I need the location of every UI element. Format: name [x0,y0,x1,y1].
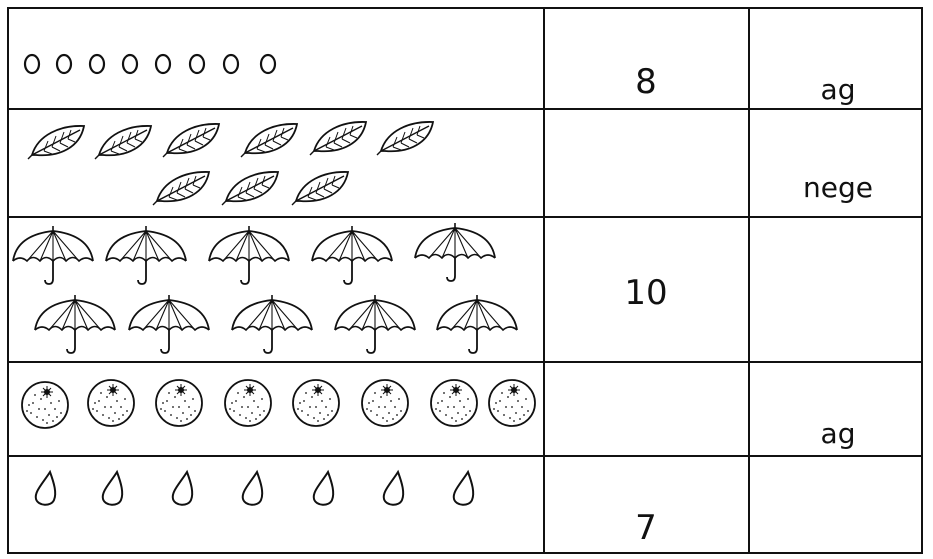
number-cell-5: 7 [635,508,657,548]
leaf-icon [291,171,349,206]
row-circles: 8 ag [23,53,856,106]
drop-icon [101,471,124,506]
leaf-icon [152,171,210,206]
umbrella-icon [12,225,94,285]
leaf-icon [240,123,298,158]
leaf-icon [309,121,367,156]
umbrella-icon [231,294,313,354]
umbrella-icon [311,225,393,285]
table-grid [7,7,923,554]
number-cell-3: 10 [624,273,667,313]
umbrella-icon [436,294,518,354]
leaf-icon [94,125,152,160]
orange-icon [361,379,409,427]
number-cell-1: 8 [635,62,657,102]
word-cell-2: nege [803,171,873,204]
row-drops: 7 [34,471,657,548]
orange-icon [21,381,69,429]
circle-shape [88,53,106,75]
umbrella-icon [334,294,416,354]
drop-icon [452,471,475,506]
row-umbrellas: 10 [12,222,668,354]
drop-icon [312,471,335,506]
drop-icon [171,471,194,506]
umbrella-icon [208,225,290,285]
circle-shape [154,53,172,75]
drop-icon [34,471,57,506]
word-cell-1: ag [821,73,856,106]
leaf-icon [162,123,220,158]
circle-shape [23,53,41,75]
row-oranges: ag [21,379,856,450]
drop-icon [382,471,405,506]
orange-icon [488,379,536,427]
umbrella-icon [34,294,116,354]
circle-shape [222,53,240,75]
orange-icon [430,379,478,427]
umbrella-icon [128,294,210,354]
circle-shape [55,53,73,75]
circle-shape [188,53,206,75]
orange-icon [155,379,203,427]
drop-icon [241,471,264,506]
circle-group [23,53,277,75]
orange-icon [87,379,135,427]
row-leaves: nege [27,121,873,206]
umbrella-icon [414,222,496,282]
orange-icon [224,379,272,427]
word-cell-4: ag [821,417,856,450]
circle-shape [259,53,277,75]
circle-shape [121,53,139,75]
leaf-icon [221,171,279,206]
umbrella-icon [105,225,187,285]
leaf-icon [376,121,434,156]
orange-icon [292,379,340,427]
leaf-icon [27,125,85,160]
